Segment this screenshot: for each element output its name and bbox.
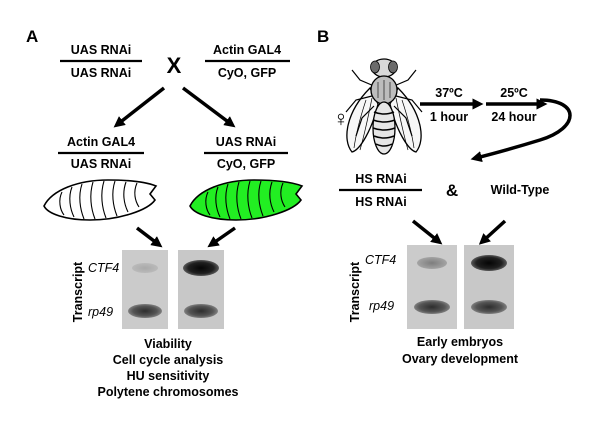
- female-symbol: ♀: [333, 106, 350, 131]
- gel-a-lane-2: [178, 250, 224, 329]
- gel-a-lane-1-rp49-band: [128, 304, 162, 318]
- larva-white-icon: [43, 179, 158, 221]
- caption-a-line-1: Viability: [144, 337, 192, 351]
- hs-step1-time: 1 hour: [430, 110, 468, 124]
- genotype-b-top: HS RNAi: [355, 172, 406, 186]
- wild-type-label: Wild-Type: [491, 183, 550, 197]
- fly-icon: [345, 58, 423, 155]
- gel-b-lane-2-rp49-band: [471, 300, 507, 314]
- gel-b-lane-2: [464, 245, 514, 329]
- panel-a-label: A: [26, 27, 38, 46]
- ampersand: &: [446, 181, 458, 200]
- cross-right-top: Actin GAL4: [213, 43, 281, 57]
- gel-a-axis-label: Transcript: [71, 261, 85, 322]
- gel-a-row-rp49: rp49: [88, 305, 113, 319]
- hs-step2-time: 24 hour: [491, 110, 536, 124]
- cross-right-bottom: CyO, GFP: [218, 66, 276, 80]
- gel-b-axis-label: Transcript: [348, 261, 362, 322]
- gel-b-lane-1-ctf4-band: [417, 257, 447, 269]
- cross-arrow-right: [181, 86, 236, 128]
- gel-a-lane-1-ctf4-band: [132, 263, 158, 273]
- gel-a-lane-2-ctf4-band: [183, 260, 219, 276]
- larva-green-icon: [189, 179, 304, 221]
- caption-b-line-1: Early embryos: [417, 335, 503, 349]
- panel-b-label: B: [317, 27, 329, 46]
- progeny-right-top: UAS RNAi: [216, 135, 276, 149]
- cross-left-bottom: UAS RNAi: [71, 66, 131, 80]
- gel-b-row-ctf4: CTF4: [365, 253, 396, 267]
- caption-b-line-2: Ovary development: [402, 352, 519, 366]
- hs-curve-arrow: [470, 98, 572, 163]
- larva-arrow-right: [207, 226, 236, 248]
- genotype-arrow-left: [411, 219, 443, 245]
- hs-step2-temp: 25ºC: [500, 86, 528, 100]
- genotype-b-bottom: HS RNAi: [355, 195, 406, 209]
- gel-b-lane-1-rp49-band: [414, 300, 450, 314]
- caption-a-line-4: Polytene chromosomes: [97, 385, 238, 399]
- genotype-arrow-right: [478, 219, 507, 245]
- progeny-right-bottom: CyO, GFP: [217, 157, 275, 171]
- caption-a-line-3: HU sensitivity: [127, 369, 210, 383]
- gel-a-row-ctf4: CTF4: [88, 261, 119, 275]
- progeny-left-top: Actin GAL4: [67, 135, 135, 149]
- hs-step1-temp: 37ºC: [435, 86, 463, 100]
- cross-left-top: UAS RNAi: [71, 43, 131, 57]
- gel-b-lane-2-ctf4-band: [471, 255, 507, 271]
- gel-b-row-rp49: rp49: [369, 299, 394, 313]
- progeny-left-bottom: UAS RNAi: [71, 157, 131, 171]
- larva-arrow-left: [135, 226, 163, 248]
- gel-a-lane-2-rp49-band: [184, 304, 218, 318]
- gel-b-lane-1: [407, 245, 457, 329]
- cross-arrow-left: [113, 86, 166, 128]
- cross-symbol: X: [167, 53, 182, 78]
- gel-a-lane-1: [122, 250, 168, 329]
- caption-a-line-2: Cell cycle analysis: [113, 353, 224, 367]
